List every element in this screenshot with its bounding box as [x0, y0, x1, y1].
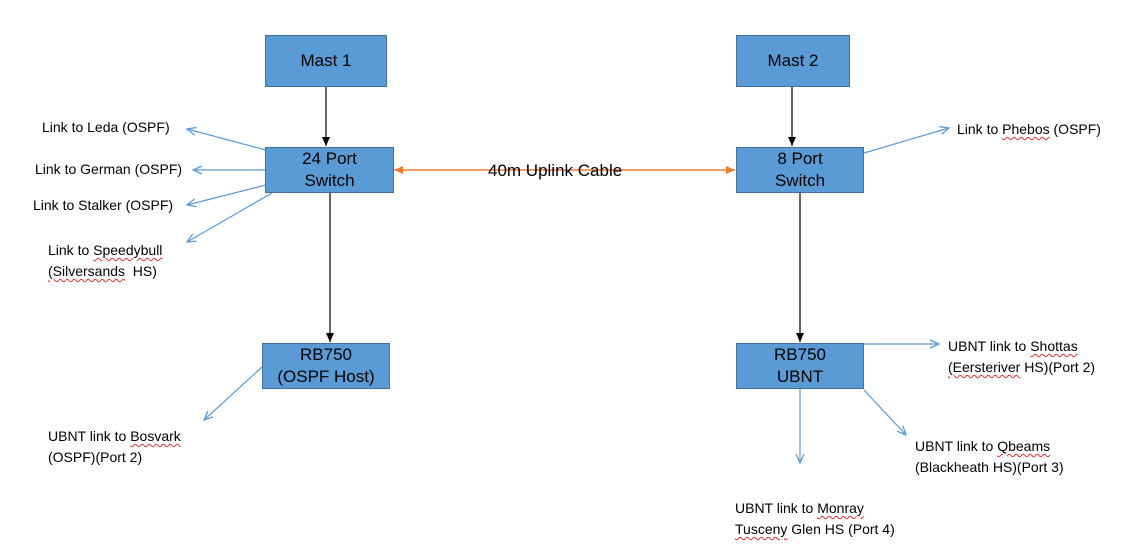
qbeams-link-arrow	[863, 389, 906, 435]
bosvark-link-arrow	[204, 366, 263, 420]
link-label-leda: Link to Leda (OSPF)	[42, 119, 170, 135]
link-label-monray: UBNT link to Monray Tusceny Glen HS (Por…	[735, 498, 895, 540]
link-label-bosvark: UBNT link to Bosvark (OSPF)(Port 2)	[48, 426, 181, 468]
link-label-speedybull: Link to Speedybull (Silversands HS)	[48, 240, 162, 282]
phebos-line-1: Link to Phebos (OSPF)	[957, 121, 1101, 137]
phebos-link-arrow	[863, 128, 949, 154]
link-label-stalker: Link to Stalker (OSPF)	[33, 197, 174, 213]
speedybull-line-1: Link to Speedybull	[48, 242, 163, 258]
switch-24-port-node[interactable]: 24 Port Switch	[265, 147, 394, 193]
leda-link-arrow	[187, 129, 267, 151]
mast2-node[interactable]: Mast 2	[736, 35, 850, 87]
rb750-ospf-host-node[interactable]: RB750 (OSPF Host)	[262, 343, 390, 389]
monray-line-2: Tusceny Glen HS (Port 4)	[735, 521, 895, 537]
rb750-ubnt-node[interactable]: RB750 UBNT	[736, 343, 864, 389]
shottas-line-2: (Eersteriver HS)(Port 2)	[948, 359, 1096, 375]
speedybull-link-arrow	[187, 192, 273, 242]
monray-line-1: UBNT link to Monray	[735, 500, 864, 516]
link-label-phebos: Link to Phebos (OSPF)	[957, 119, 1101, 140]
speedybull-line-2: (Silversands HS)	[48, 263, 157, 279]
shottas-line-1: UBNT link to Shottas	[948, 338, 1078, 354]
bosvark-line-2: (OSPF)(Port 2)	[48, 449, 143, 465]
bosvark-line-1: UBNT link to Bosvark	[48, 428, 181, 444]
qbeams-line-1: UBNT link to Qbeams	[915, 438, 1051, 454]
switch-8-port-node[interactable]: 8 Port Switch	[736, 147, 864, 193]
link-label-shottas: UBNT link to Shottas (Eersteriver HS)(Po…	[948, 336, 1095, 378]
stalker-link-arrow	[187, 184, 267, 205]
link-label-german: Link to German (OSPF)	[35, 161, 183, 177]
mast1-node[interactable]: Mast 1	[265, 35, 387, 87]
qbeams-line-2: (Blackheath HS)(Port 3)	[915, 459, 1064, 475]
uplink-label: 40m Uplink Cable	[488, 161, 623, 180]
link-label-qbeams: UBNT link to Qbeams (Blackheath HS)(Port…	[915, 436, 1064, 478]
